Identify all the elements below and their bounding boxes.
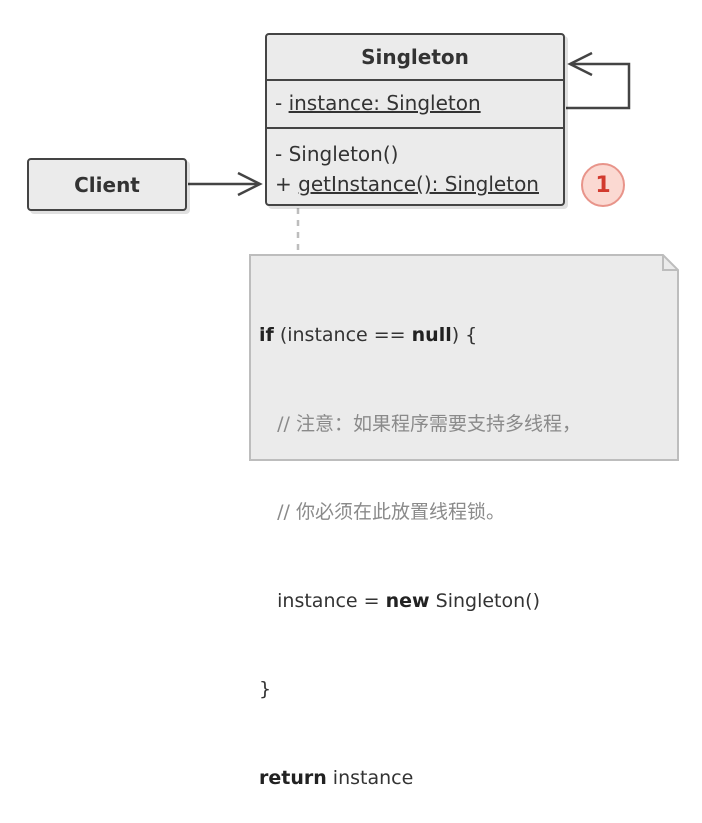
code-line: instance = new Singleton()	[277, 589, 540, 612]
method-visibility: +	[275, 172, 299, 196]
code-line: if (instance == null) {	[259, 324, 478, 346]
code-note	[249, 254, 679, 461]
code-comment-line: // 注意：如果程序需要支持多线程，	[277, 412, 581, 435]
class-field-instance: - instance: Singleton	[267, 81, 563, 129]
code-comment-line: // 你必须在此放置线程锁。	[277, 501, 505, 523]
client-to-singleton-arrow	[188, 171, 263, 197]
method-constructor: - Singleton()	[275, 139, 563, 169]
self-association-arrow	[566, 51, 631, 110]
method-text: getInstance(): Singleton	[298, 172, 539, 196]
code-line: }	[259, 678, 272, 700]
class-name: Singleton	[267, 35, 563, 81]
code-note-text: if (instance == null) { // 注意：如果程序需要支持多线…	[259, 262, 679, 823]
singleton-class-box: Singleton - instance: Singleton - Single…	[265, 33, 565, 206]
field-text: instance: Singleton	[288, 91, 481, 115]
client-box: Client	[27, 158, 187, 211]
method-text: Singleton()	[288, 142, 399, 166]
method-visibility: -	[275, 142, 289, 166]
step-number-badge: 1	[581, 163, 625, 207]
class-methods: - Singleton() + getInstance(): Singleton	[267, 129, 563, 206]
code-line: return instance	[259, 766, 414, 789]
method-get-instance: + getInstance(): Singleton	[275, 169, 563, 199]
diagram-connectors	[188, 51, 679, 461]
field-visibility: -	[275, 91, 289, 115]
